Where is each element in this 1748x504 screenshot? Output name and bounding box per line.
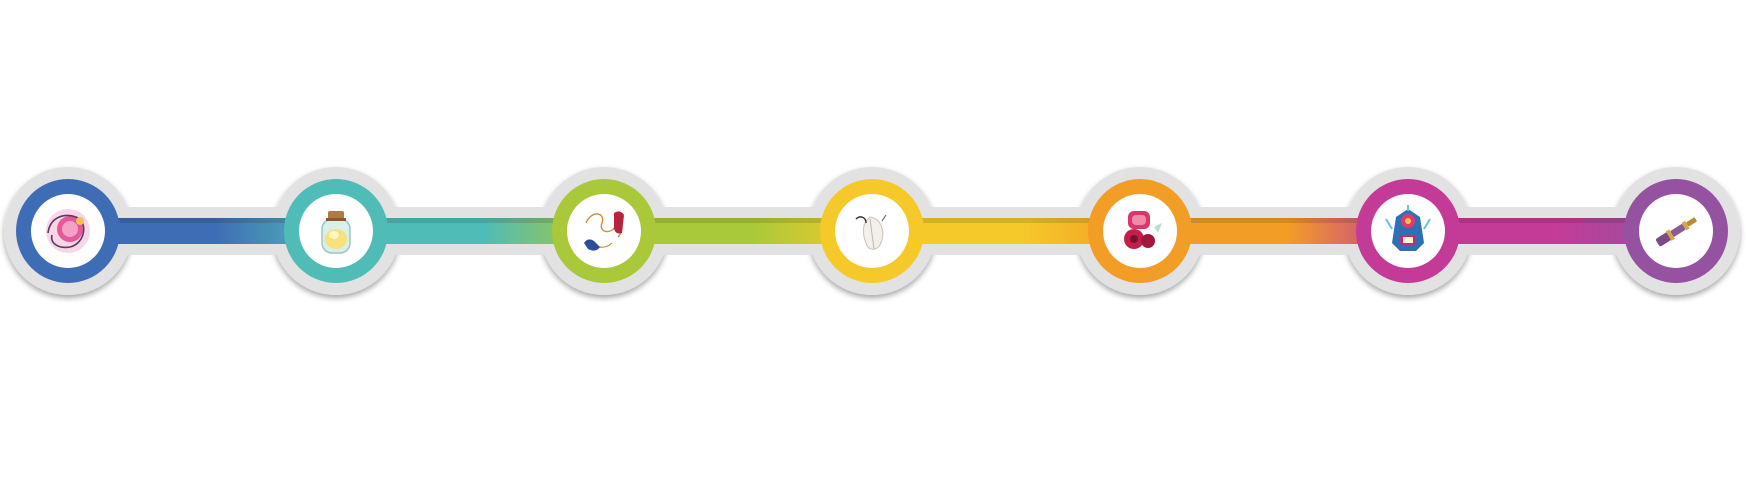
ornate-pink-locket-icon <box>36 199 100 263</box>
brass-spyglass-icon <box>1644 199 1708 263</box>
track-segment-shade <box>872 218 1140 223</box>
track-segment-shade <box>68 218 336 223</box>
track-segment-shade <box>604 218 872 223</box>
track-segment-shade <box>336 218 604 223</box>
tangled-telephone-icon <box>572 199 636 263</box>
track-segment-shade <box>1140 218 1408 223</box>
red-gears-icon <box>1108 199 1172 263</box>
track-segment-shade <box>1408 218 1676 223</box>
white-feather-quill-icon <box>840 199 904 263</box>
tribal-mask-icon <box>1376 199 1440 263</box>
glowing-jar-icon <box>304 199 368 263</box>
